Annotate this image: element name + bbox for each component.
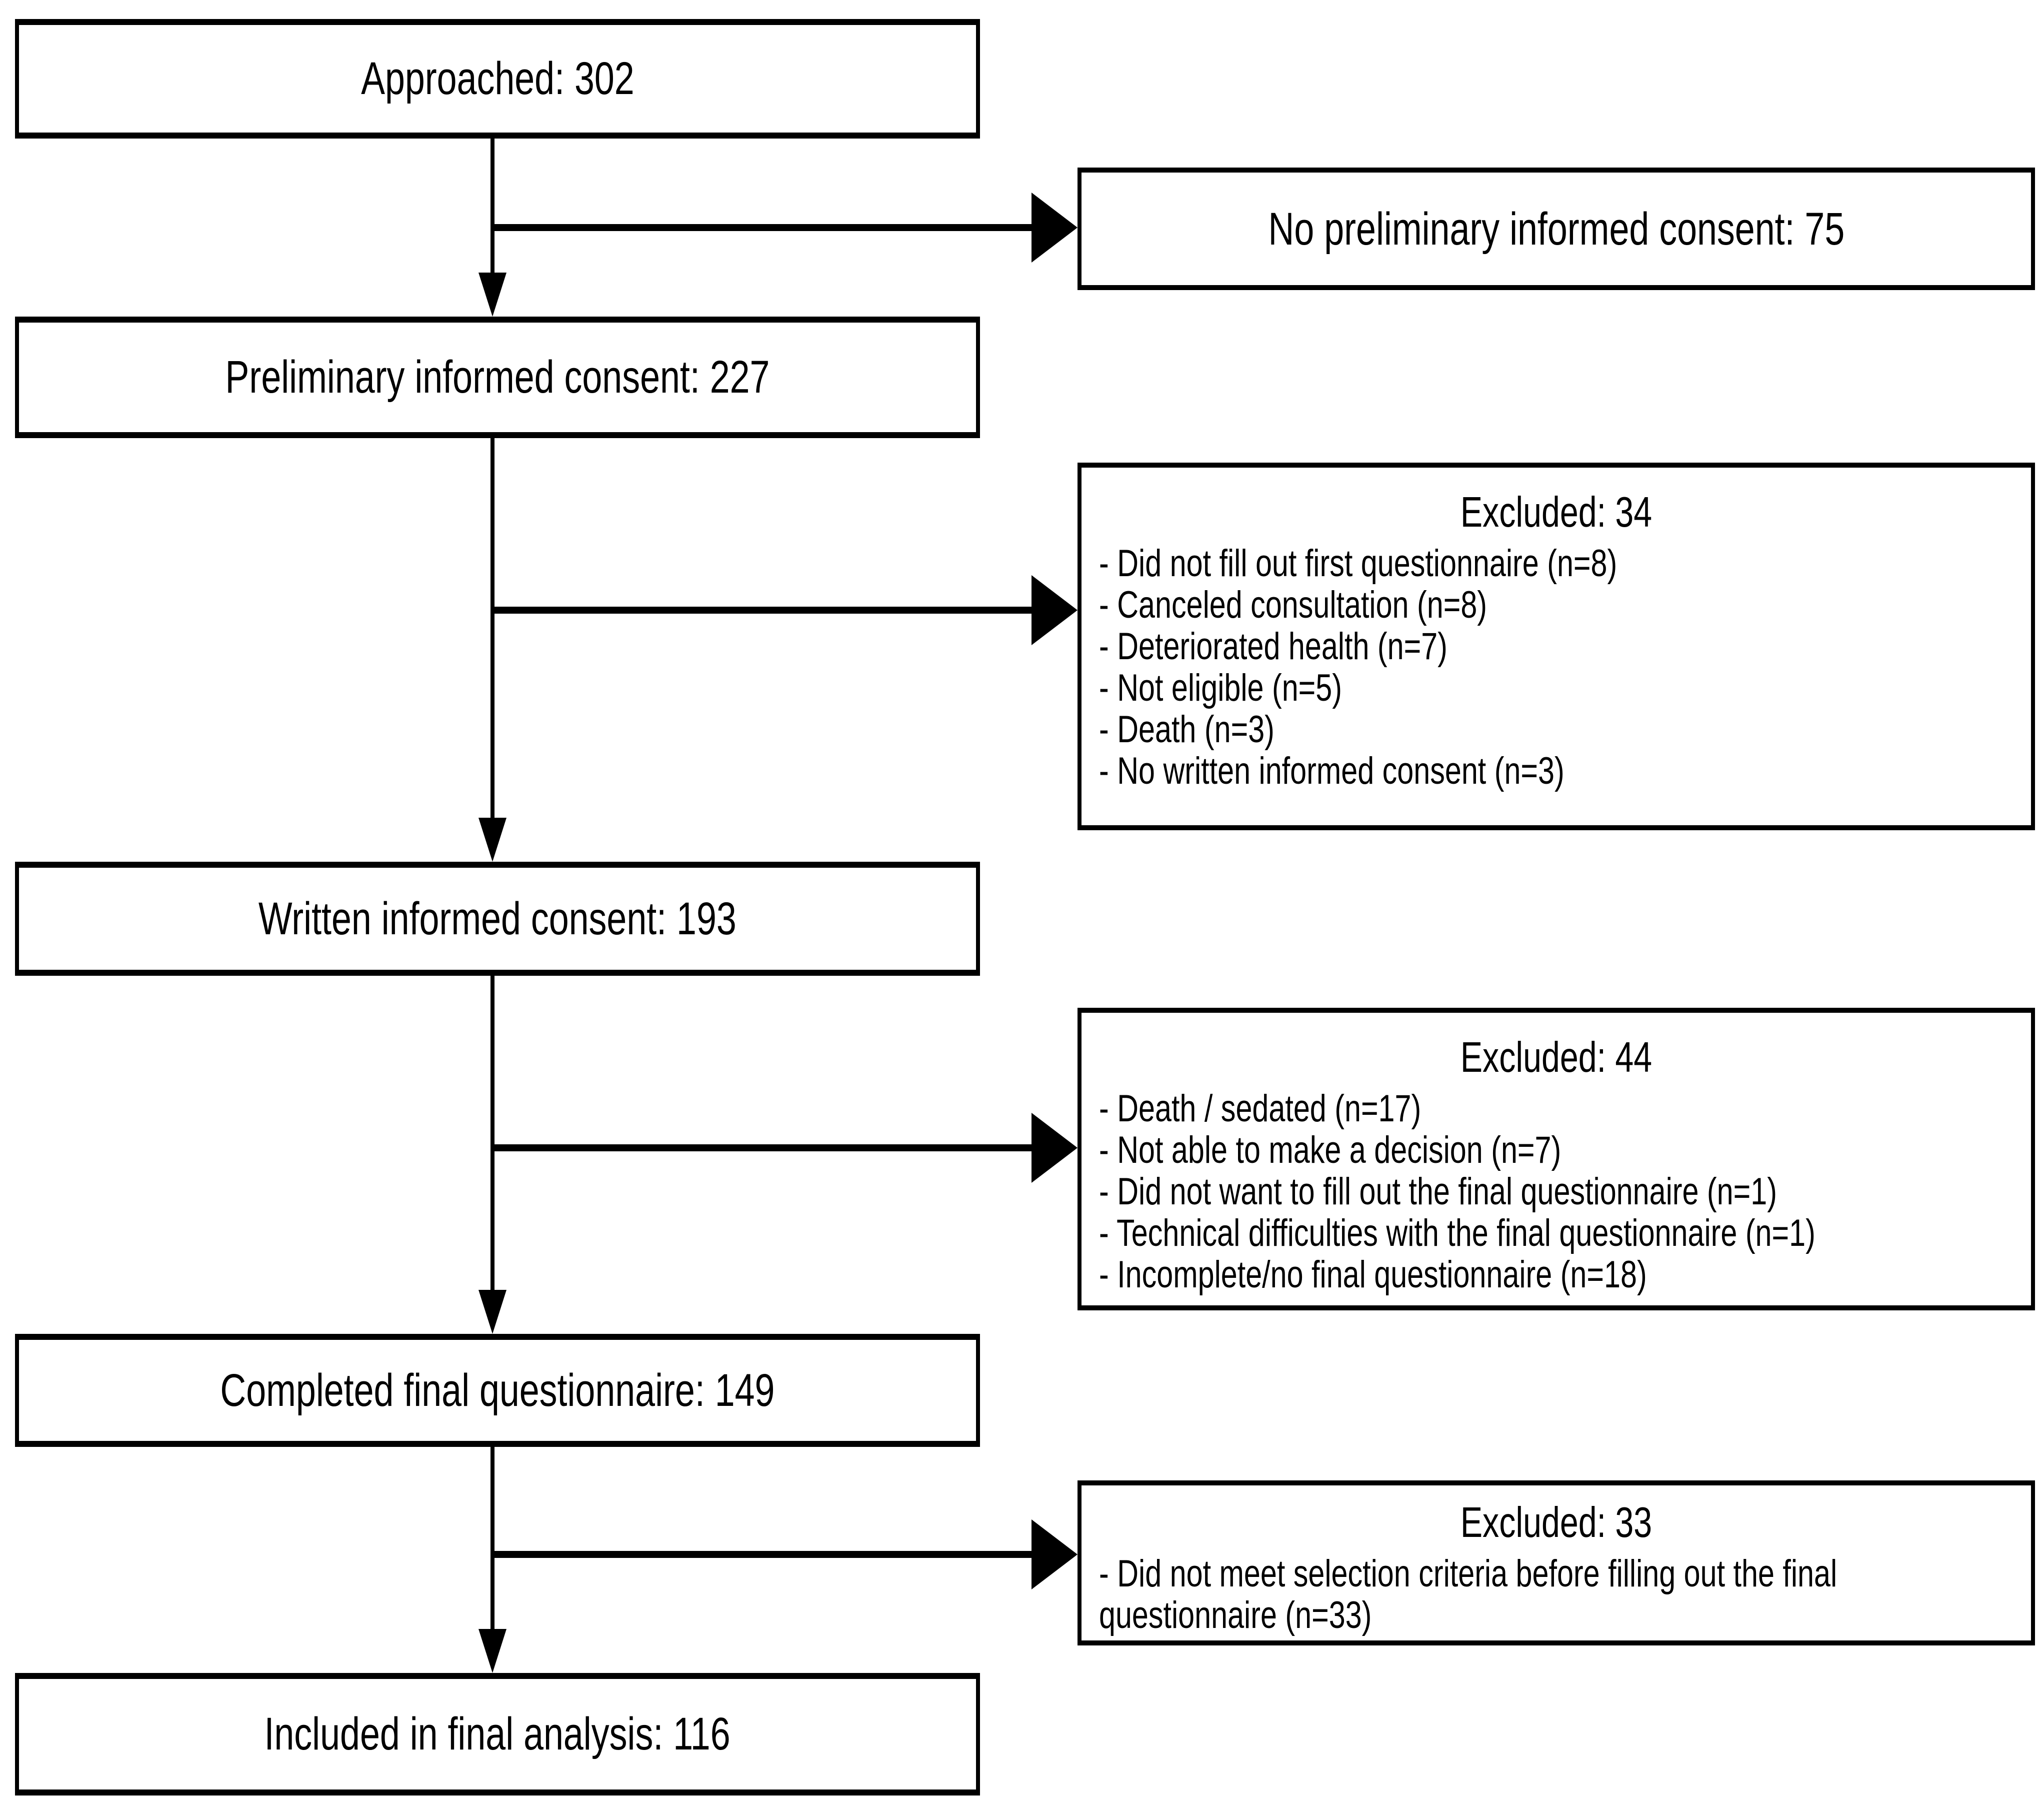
box-excluded-33: Excluded: 33 - Did not meet selection cr… — [1078, 1480, 2035, 1645]
box-approached: Approached: 302 — [15, 19, 980, 139]
arrowhead-right-2 — [1032, 575, 1078, 645]
box-no-preliminary-consent-title: No preliminary informed consent: 75 — [1268, 203, 1844, 255]
connector-vertical-4 — [490, 1447, 494, 1629]
connector-horizontal-2 — [491, 607, 1035, 614]
arrowhead-down-3 — [478, 1290, 506, 1334]
excluded-item: - No written informed consent (n=3) — [1099, 750, 1564, 792]
excluded-item: - Incomplete/no final questionnaire (n=1… — [1099, 1253, 1647, 1296]
box-approached-label: Approached: 302 — [360, 53, 634, 104]
box-excluded-34: Excluded: 34 - Did not fill out first qu… — [1078, 463, 2035, 830]
connector-vertical-1 — [490, 139, 494, 273]
excluded-item: - Canceled consultation (n=8) — [1099, 584, 1488, 626]
excluded-item: - Not eligible (n=5) — [1099, 667, 1342, 709]
box-preliminary-informed-consent: Preliminary informed consent: 227 — [15, 317, 980, 438]
arrowhead-right-3 — [1032, 1113, 1078, 1183]
box-excluded-34-title: Excluded: 34 — [1460, 489, 1652, 536]
connector-horizontal-3 — [491, 1144, 1035, 1151]
connector-vertical-3 — [490, 976, 494, 1290]
box-included-final-analysis-label: Included in final analysis: 116 — [264, 1708, 731, 1759]
excluded-item: - Did not meet selection criteria before… — [1099, 1552, 1838, 1636]
box-excluded-44-title: Excluded: 44 — [1460, 1034, 1652, 1081]
excluded-item: - Did not want to fill out the final que… — [1099, 1170, 1777, 1213]
box-excluded-33-title: Excluded: 33 — [1460, 1499, 1652, 1546]
excluded-item: - Did not fill out first questionnaire (… — [1099, 542, 1618, 585]
excluded-44-items: - Death / sedated (n=17) - Not able to m… — [1099, 1088, 2021, 1295]
arrowhead-right-4 — [1032, 1519, 1078, 1589]
connector-horizontal-1 — [491, 224, 1035, 231]
box-completed-final-questionnaire-label: Completed final questionnaire: 149 — [220, 1364, 775, 1416]
excluded-item: - Not able to make a decision (n=7) — [1099, 1129, 1562, 1171]
excluded-item: - Death (n=3) — [1099, 708, 1274, 751]
box-preliminary-informed-consent-label: Preliminary informed consent: 227 — [225, 352, 770, 403]
box-included-final-analysis: Included in final analysis: 116 — [15, 1673, 980, 1795]
box-written-informed-consent: Written informed consent: 193 — [15, 862, 980, 976]
excluded-item: - Death / sedated (n=17) — [1099, 1087, 1422, 1130]
connector-vertical-2 — [490, 438, 494, 818]
excluded-33-items: - Did not meet selection criteria before… — [1099, 1553, 2021, 1636]
excluded-item: - Deteriorated health (n=7) — [1099, 625, 1448, 668]
arrowhead-right-1 — [1032, 193, 1078, 263]
excluded-item: - Technical difficulties with the final … — [1099, 1212, 1816, 1254]
excluded-34-items: - Did not fill out first questionnaire (… — [1099, 543, 2021, 792]
box-excluded-44: Excluded: 44 - Death / sedated (n=17) - … — [1078, 1008, 2035, 1310]
arrowhead-down-4 — [478, 1629, 506, 1673]
arrowhead-down-2 — [478, 818, 506, 862]
arrowhead-down-1 — [478, 273, 506, 317]
connector-horizontal-4 — [491, 1551, 1035, 1558]
box-written-informed-consent-label: Written informed consent: 193 — [258, 893, 736, 944]
box-completed-final-questionnaire: Completed final questionnaire: 149 — [15, 1334, 980, 1447]
box-no-preliminary-consent: No preliminary informed consent: 75 — [1078, 168, 2035, 290]
